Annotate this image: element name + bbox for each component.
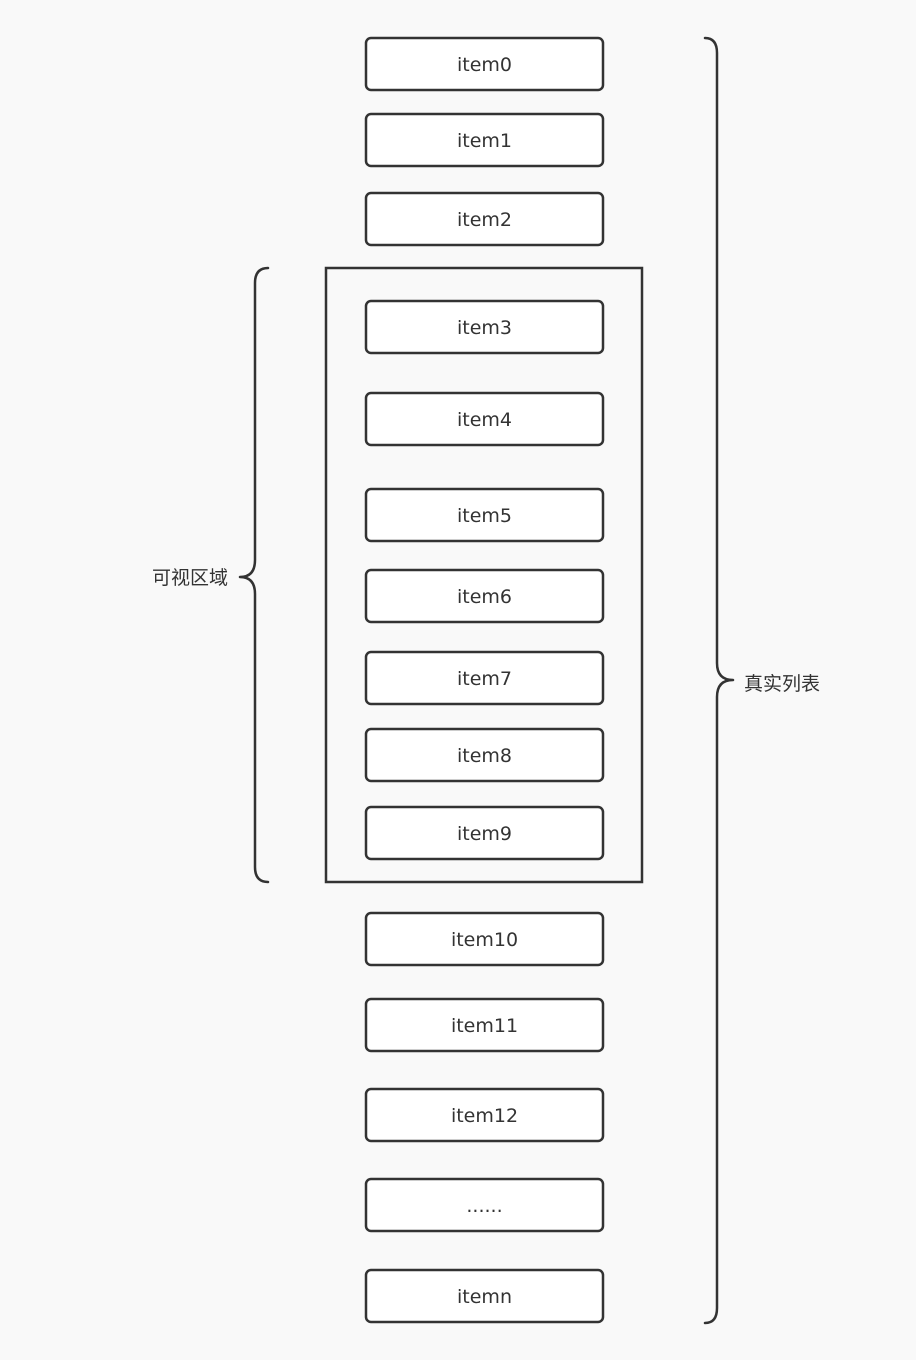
list-item-box (364, 1268, 605, 1324)
list-item: itemn (364, 1268, 605, 1324)
list-item-label: item10 (451, 929, 518, 951)
list-item: item0 (364, 36, 605, 92)
list-item-box (364, 568, 605, 624)
list-item-box (364, 191, 605, 247)
list-item-label: item2 (457, 209, 512, 231)
list-item-label: item12 (451, 1105, 518, 1127)
list-item: item4 (364, 391, 605, 447)
list-items: item0 item1 item2 item3 item4 item5 item6 item7… (364, 36, 605, 1324)
real-list-label: 真实列表 (744, 673, 820, 695)
list-item-label: item4 (457, 409, 512, 431)
list-item-label: item3 (457, 317, 512, 339)
real-list-brace (703, 36, 735, 1325)
list-item: item6 (364, 568, 605, 624)
list-item-box (364, 997, 605, 1053)
visible-area-brace (238, 266, 270, 884)
list-item-box (364, 487, 605, 543)
list-item: item8 (364, 727, 605, 783)
list-item-box (364, 299, 605, 355)
list-item-box (364, 727, 605, 783)
list-item-label: item5 (457, 505, 512, 527)
list-item-box (364, 36, 605, 92)
list-item-box (364, 805, 605, 861)
list-item: item12 (364, 1087, 605, 1143)
list-item-label: item8 (457, 745, 512, 767)
list-item-box (364, 391, 605, 447)
list-item-label: item1 (457, 130, 512, 152)
list-item-box (364, 1087, 605, 1143)
list-item: item3 (364, 299, 605, 355)
list-item-label: item7 (457, 668, 512, 690)
list-item-box (364, 112, 605, 168)
list-item: item10 (364, 911, 605, 967)
visible-area-label: 可视区域 (152, 567, 228, 589)
list-item-label: item9 (457, 823, 512, 845)
list-item-box (364, 1177, 605, 1233)
list-item-box (364, 911, 605, 967)
list-item: ...... (364, 1177, 605, 1233)
list-item: item1 (364, 112, 605, 168)
visible-area-frame (324, 266, 644, 884)
list-item: item5 (364, 487, 605, 543)
list-item-label: itemn (457, 1286, 512, 1308)
list-item-label: item0 (457, 54, 512, 76)
list-item-box (364, 650, 605, 706)
list-item: item7 (364, 650, 605, 706)
list-item: item2 (364, 191, 605, 247)
list-item-label: item11 (451, 1015, 518, 1037)
list-item: item9 (364, 805, 605, 861)
list-item: item11 (364, 997, 605, 1053)
list-item-label: item6 (457, 586, 512, 608)
list-item-label: ...... (466, 1195, 502, 1217)
